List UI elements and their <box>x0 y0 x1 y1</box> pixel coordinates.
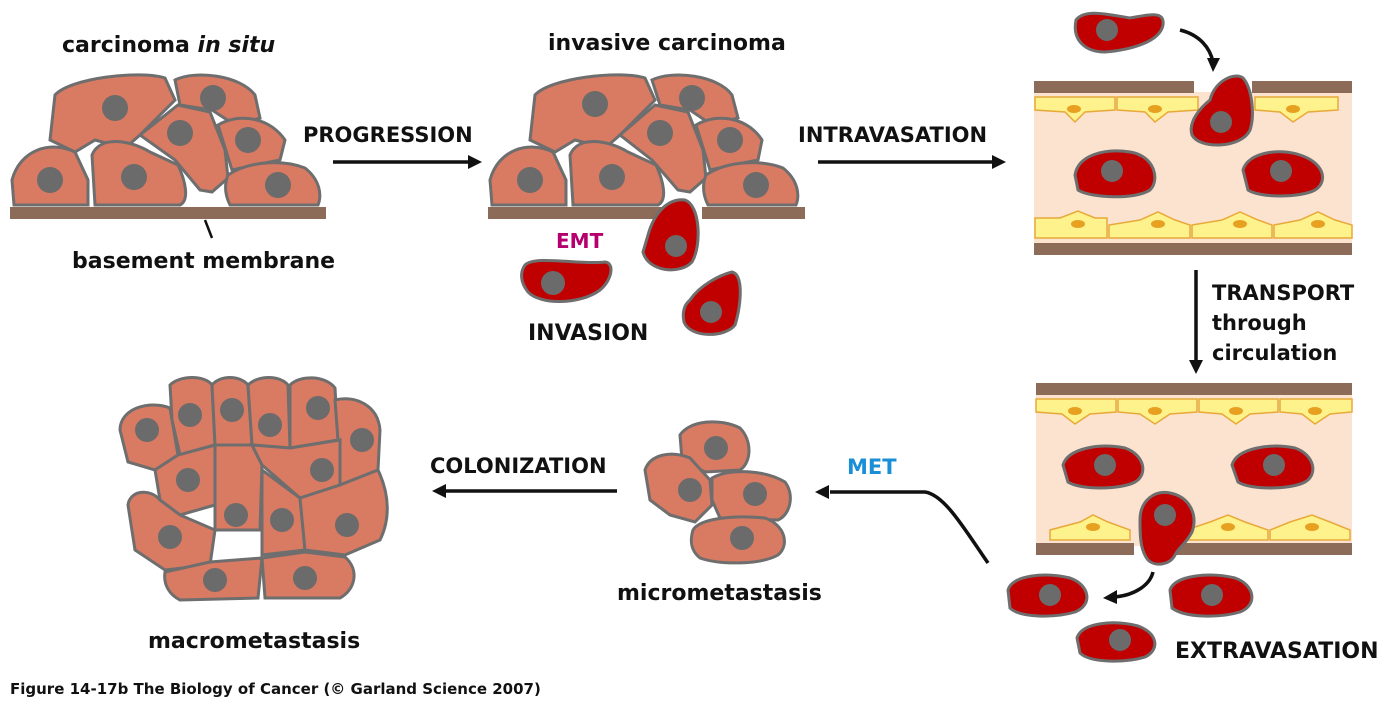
macrometastasis: macrometastasis <box>118 376 389 654</box>
carcinoma-in-situ: carcinoma in situ basement membrane <box>10 33 335 274</box>
invasive-carcinoma: invasive carcinoma EMT INVASION <box>488 31 805 346</box>
basement-membrane-label: basement membrane <box>72 249 335 274</box>
met-label: MET <box>847 455 897 479</box>
figure-caption: Figure 14-17b The Biology of Cancer (© G… <box>10 680 541 698</box>
micrometastasis: micrometastasis <box>617 420 822 606</box>
micrometastasis-label: micrometastasis <box>617 581 822 606</box>
invasion-label: INVASION <box>528 321 648 346</box>
extravasation-label: EXTRAVASATION <box>1175 639 1379 664</box>
invasive-carcinoma-title: invasive carcinoma <box>548 31 786 56</box>
progression-label: PROGRESSION <box>303 123 473 147</box>
basement-membrane <box>10 207 326 219</box>
emt-label: EMT <box>556 229 604 253</box>
intravasation-label: INTRAVASATION <box>798 123 987 147</box>
macrometastasis-label: macrometastasis <box>148 629 360 654</box>
transport-label-line1: TRANSPORT <box>1212 281 1355 305</box>
carcinoma-in-situ-title: carcinoma in situ <box>62 33 275 58</box>
blood-vessel-intravasation <box>1034 11 1353 255</box>
transport-label-line2: through <box>1212 311 1307 335</box>
transport-label-line3: circulation <box>1212 341 1337 365</box>
colonization-label: COLONIZATION <box>430 454 607 478</box>
met-arrow <box>830 490 990 565</box>
blood-vessel-extravasation: EXTRAVASATION <box>1006 383 1379 664</box>
